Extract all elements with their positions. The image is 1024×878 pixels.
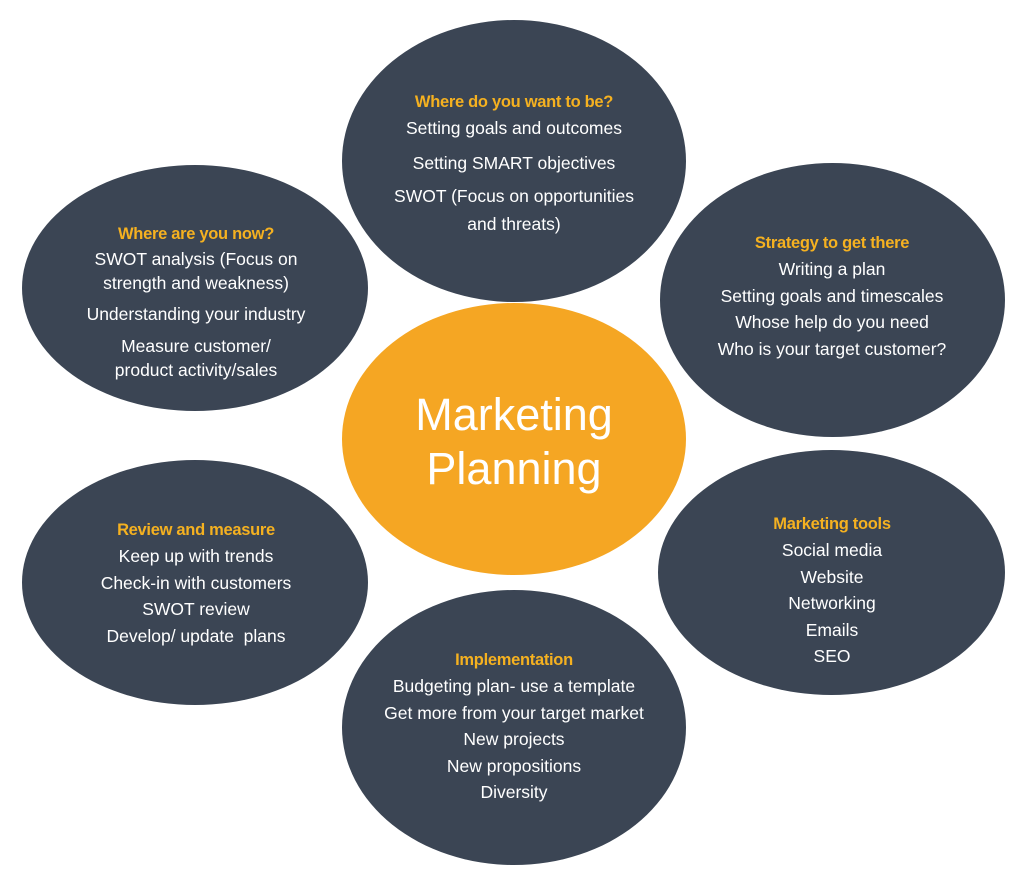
node-strategy bbox=[660, 163, 1005, 437]
center-node bbox=[342, 303, 686, 575]
node-heading: Where are you now? bbox=[118, 225, 274, 243]
text-bottom: Implementation Budgeting plan- use a tem… bbox=[384, 647, 644, 806]
text-right-top: Strategy to get there Writing a plan Set… bbox=[718, 230, 947, 362]
node-item: Keep up with trends bbox=[118, 546, 274, 566]
node-item: Setting goals and outcomes bbox=[406, 118, 622, 138]
node-item: Understanding your industry bbox=[86, 304, 306, 324]
node-implementation bbox=[342, 590, 686, 865]
node-heading: Review and measure bbox=[117, 521, 275, 539]
node-item: Whose help do you need bbox=[735, 312, 929, 333]
node-item: Budgeting plan- use a template bbox=[392, 676, 636, 696]
node-item: Setting SMART objectives bbox=[412, 152, 616, 173]
node-heading: Implementation bbox=[455, 651, 573, 669]
text-top: Where do you want to be? Setting goals a… bbox=[394, 89, 634, 243]
node-item: Setting goals and timescales bbox=[720, 285, 944, 306]
node-item: Who is your target customer? bbox=[717, 338, 947, 359]
node-item: Diversity bbox=[480, 782, 548, 803]
node-where-do-you-want-to-be bbox=[342, 20, 686, 302]
node-marketing-tools bbox=[658, 450, 1005, 695]
node-item: Check-in with customers bbox=[100, 572, 292, 593]
node-item: SWOT review bbox=[142, 599, 250, 620]
node-heading: Where do you want to be? bbox=[414, 93, 614, 111]
node-item: SWOT (Focus on opportunities and threats… bbox=[394, 186, 634, 235]
node-item: Get more from your target market bbox=[384, 702, 644, 723]
node-item: SWOT analysis (Focus on strength and wea… bbox=[94, 249, 298, 293]
node-where-are-you-now bbox=[22, 165, 368, 411]
node-item: Website bbox=[800, 566, 864, 587]
node-item: Writing a plan bbox=[778, 259, 886, 279]
node-item: Social media bbox=[781, 540, 883, 560]
node-item: Emails bbox=[805, 619, 859, 640]
text-right-bottom: Marketing tools Social media Website Net… bbox=[773, 511, 891, 670]
node-item: Develop/ update plans bbox=[106, 625, 286, 646]
node-heading: Marketing tools bbox=[773, 515, 891, 533]
node-heading: Strategy to get there bbox=[754, 234, 910, 252]
node-review-and-measure bbox=[22, 460, 368, 705]
node-item: Networking bbox=[788, 593, 876, 614]
text-left-bottom: Review and measure Keep up with trends C… bbox=[101, 517, 292, 649]
text-left-top: Where are you now? SWOT analysis (Focus … bbox=[87, 221, 306, 387]
node-item: SEO bbox=[813, 646, 851, 667]
node-item: Measure customer/ product activity/sales bbox=[114, 335, 278, 380]
center-title: Marketing Planning bbox=[415, 389, 613, 494]
node-item: New projects bbox=[463, 729, 565, 750]
node-item: New propositions bbox=[446, 755, 582, 776]
